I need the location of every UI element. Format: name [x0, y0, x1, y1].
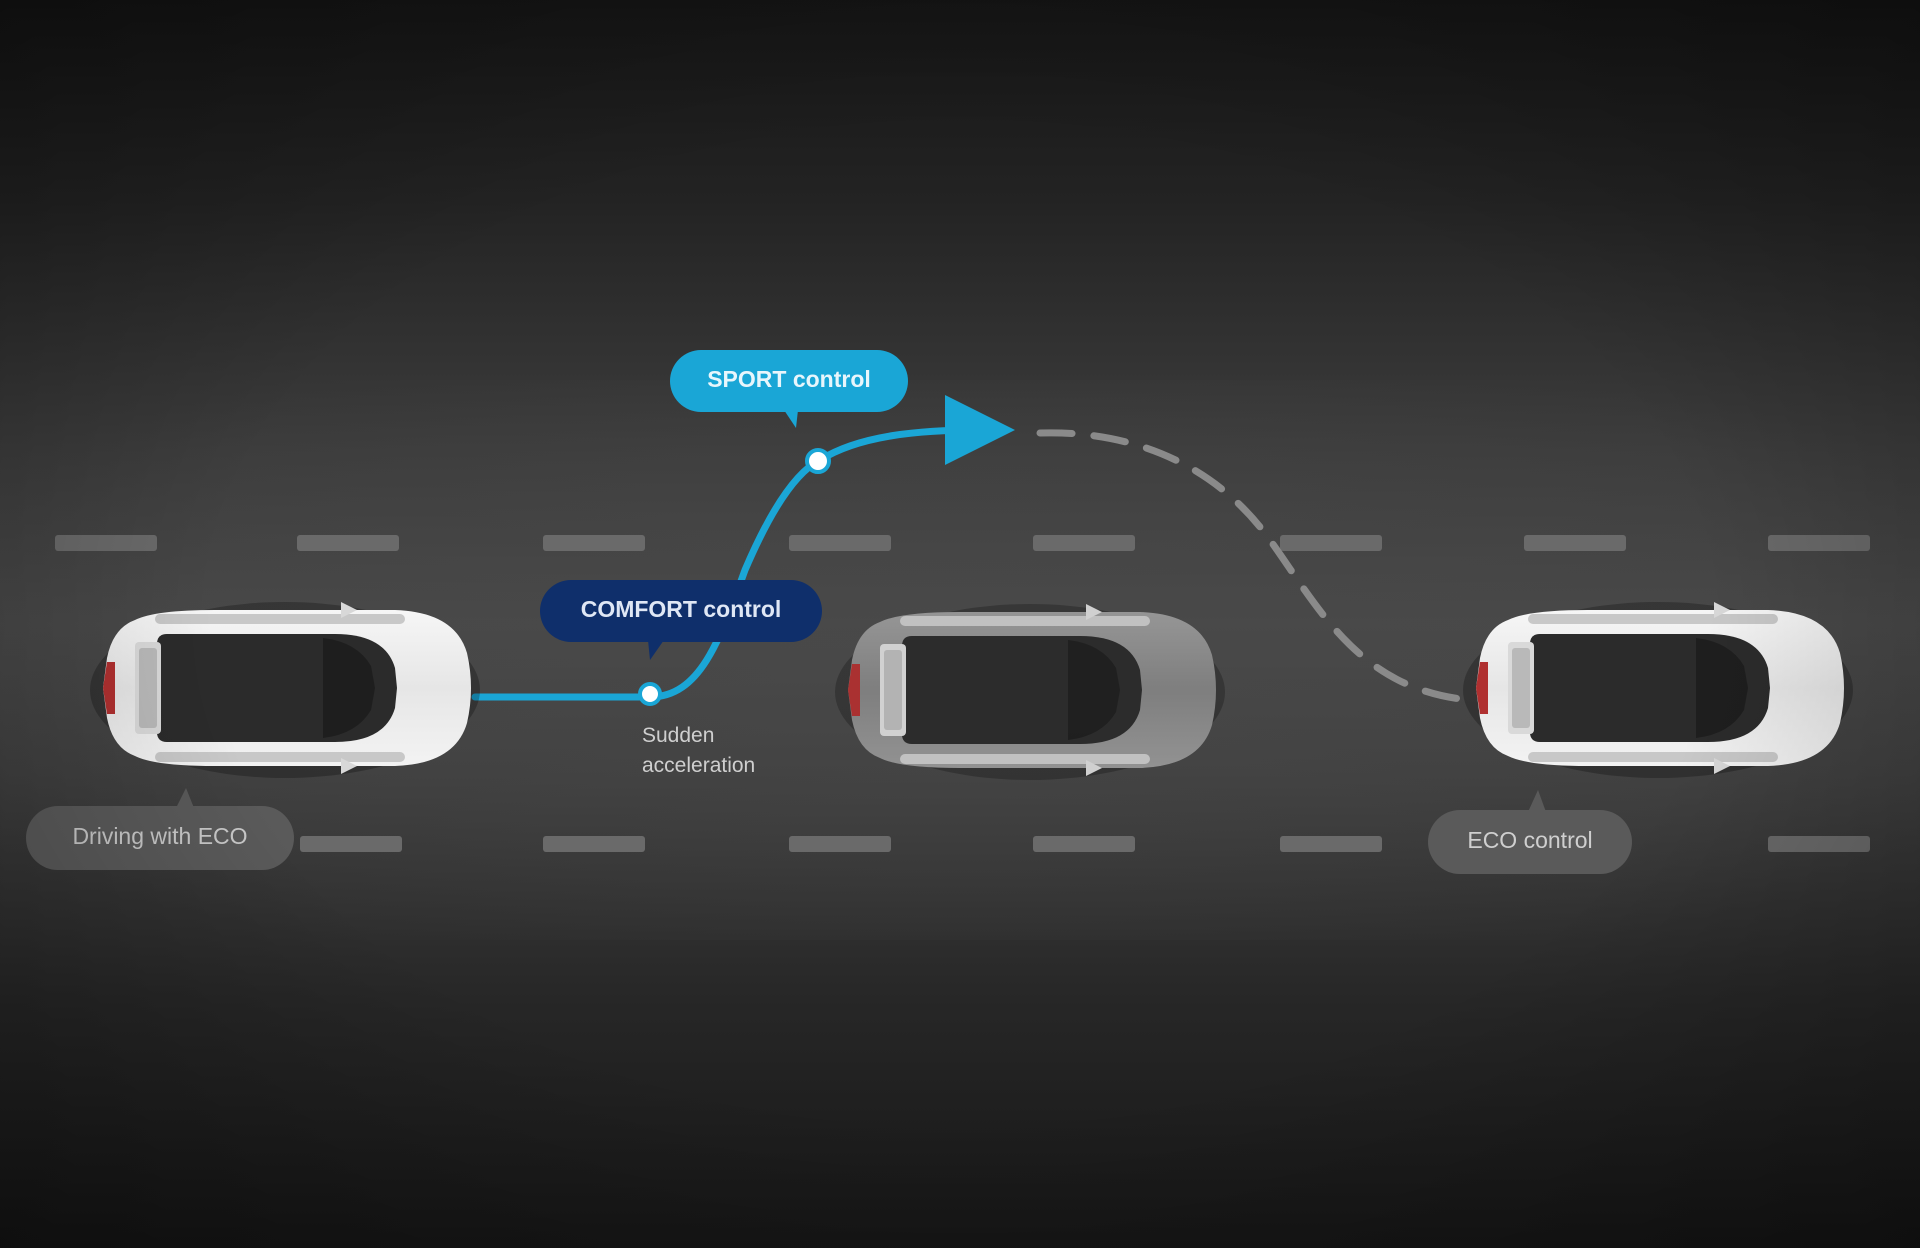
sport-control-badge: SPORT control	[670, 350, 908, 428]
eco-control-label: ECO control	[1467, 827, 1592, 853]
lane-markings-lower	[300, 836, 1870, 852]
dashed-return-path	[1036, 429, 1474, 704]
car-right-eco	[1463, 602, 1853, 778]
comfort-control-label: COMFORT control	[581, 596, 782, 622]
car-middle-overtaken	[835, 604, 1225, 780]
sport-control-label: SPORT control	[707, 366, 871, 392]
acceleration-path	[471, 395, 1015, 701]
driving-with-eco-badge: Driving with ECO	[26, 788, 294, 870]
sudden-acceleration-line1: Sudden	[642, 724, 714, 747]
sudden-acceleration-line2: acceleration	[642, 754, 755, 777]
car-top-view-icon	[90, 602, 480, 778]
comfort-node	[638, 682, 662, 706]
car-top-view-icon	[1463, 602, 1853, 778]
driving-with-eco-label: Driving with ECO	[72, 823, 247, 849]
eco-control-badge: ECO control	[1428, 790, 1632, 874]
car-left-eco	[90, 602, 480, 778]
car-top-view-icon	[835, 604, 1225, 780]
lane-markings-upper	[55, 535, 1870, 551]
sport-node	[805, 448, 831, 474]
comfort-control-badge: COMFORT control	[540, 580, 822, 660]
